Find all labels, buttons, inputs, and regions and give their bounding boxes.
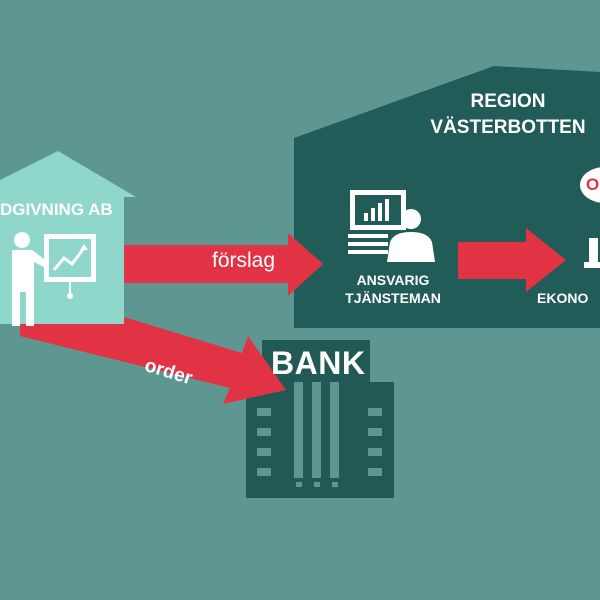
economy-label: EKONO (537, 290, 589, 306)
economy-icon-base (584, 262, 600, 268)
bank-label: BANK (271, 345, 366, 381)
official-label-line2: TJÄNSTEMAN (345, 290, 441, 306)
official-label-line1: ANSVARIG (356, 272, 430, 288)
economy-icon (589, 238, 598, 266)
proposal-arrow (120, 233, 323, 296)
region-title-line1: REGION (470, 91, 546, 112)
official-icon (348, 190, 435, 262)
badge-text: O (586, 175, 600, 194)
region-title-line2: VÄSTERBOTTEN (430, 117, 586, 138)
firm-name: DGIVNING AB (0, 200, 113, 219)
economy-arrow (458, 228, 566, 292)
proposal-label: förslag (212, 249, 276, 272)
badge (580, 167, 600, 203)
bank-building (246, 340, 394, 498)
order-arrow (20, 300, 286, 404)
presenter-icon (12, 232, 96, 326)
